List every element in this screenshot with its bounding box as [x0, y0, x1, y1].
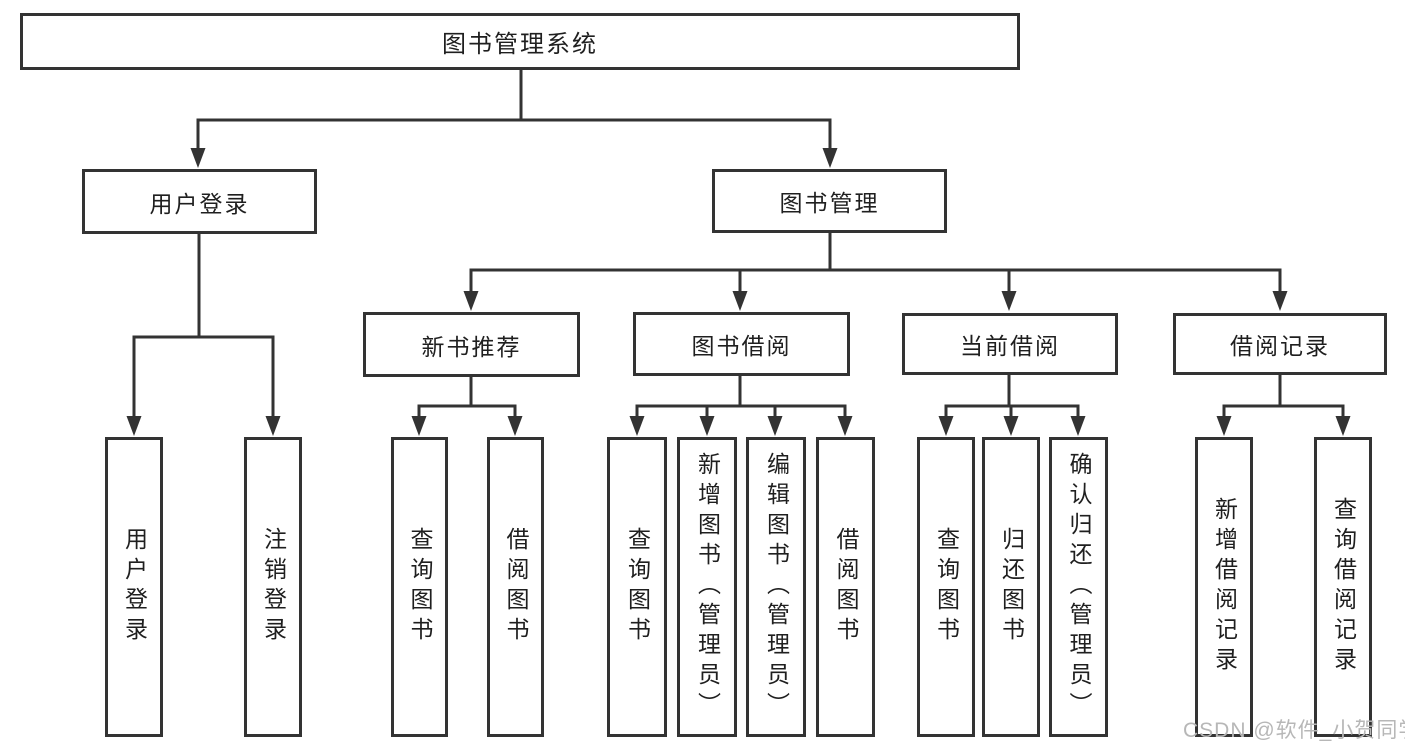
arrowhead-user-login [190, 148, 206, 168]
arrowhead-book-mgmt [822, 148, 838, 168]
node-records-add: 新增借阅记录 [1195, 437, 1253, 737]
arrowhead-new-books [463, 291, 479, 311]
arrowhead-records [1272, 291, 1288, 311]
node-new-books: 新书推荐 [363, 312, 580, 377]
node-loan-records: 借阅记录 [1173, 313, 1387, 375]
node-current-confirm-return-admin: 确认归还（管理员） [1049, 437, 1108, 737]
arrowhead-c9 [1070, 416, 1086, 436]
node-current-loans: 当前借阅 [902, 313, 1118, 375]
arrowhead-c11 [1335, 416, 1351, 436]
arrowhead-c3 [629, 416, 645, 436]
node-book-mgmt: 图书管理 [712, 169, 947, 233]
watermark: CSDN @软件_小贺同学 [1183, 719, 1405, 742]
node-logout: 注销登录 [244, 437, 302, 737]
arrowhead-logout [265, 416, 281, 436]
arrowhead-c5 [767, 416, 783, 436]
node-borrowing-add-admin: 新增图书（管理员） [677, 437, 737, 737]
arrowhead-c10 [1216, 416, 1232, 436]
node-login: 用户登录 [105, 437, 163, 737]
node-current-return: 归还图书 [982, 437, 1040, 737]
node-borrowing-borrow: 借阅图书 [816, 437, 875, 737]
node-borrowing-search: 查询图书 [607, 437, 667, 737]
arrowhead-borrowing [732, 291, 748, 311]
node-records-search: 查询借阅记录 [1314, 437, 1372, 737]
arrowhead-c2 [507, 416, 523, 436]
node-borrowing: 图书借阅 [633, 312, 850, 376]
arrowhead-c8 [1003, 416, 1019, 436]
arrowhead-login [126, 416, 142, 436]
arrowhead-c1 [411, 416, 427, 436]
node-new-books-search: 查询图书 [391, 437, 448, 737]
node-borrowing-edit-admin: 编辑图书（管理员） [746, 437, 806, 737]
arrowhead-c4 [699, 416, 715, 436]
node-new-books-borrow: 借阅图书 [487, 437, 544, 737]
arrowhead-current [1001, 291, 1017, 311]
node-user-login: 用户登录 [82, 169, 317, 234]
arrowhead-c6 [837, 416, 853, 436]
arrowhead-c7 [938, 416, 954, 436]
node-current-search: 查询图书 [917, 437, 975, 737]
node-root: 图书管理系统 [20, 13, 1020, 70]
